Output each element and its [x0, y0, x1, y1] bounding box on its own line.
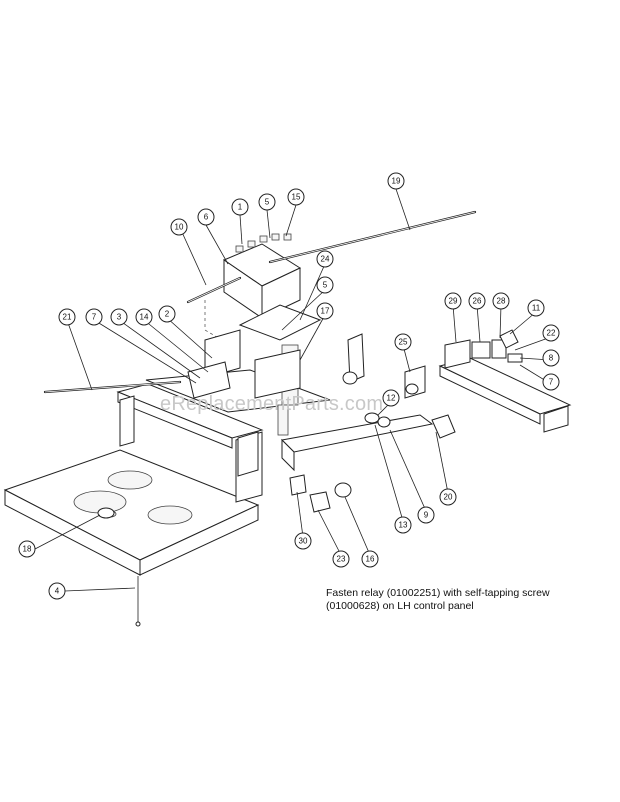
- callout-15: 15: [287, 188, 305, 206]
- callout-number: 18: [23, 545, 32, 554]
- watermark-text: eReplacementParts.com: [160, 393, 384, 415]
- callout-number: 6: [204, 213, 209, 222]
- callout-26: 26: [468, 292, 486, 310]
- relay-assembly: [444, 329, 523, 369]
- battery: [222, 233, 302, 319]
- callout-12: 12: [382, 389, 400, 407]
- callout-19: 19: [387, 172, 405, 190]
- callout-number: 5: [323, 281, 328, 290]
- callout-14: 14: [135, 308, 153, 326]
- callout-number: 4: [55, 587, 60, 596]
- callout-number: 24: [321, 255, 330, 264]
- callout-number: 21: [63, 313, 72, 322]
- note-line-2: (01000628) on LH control panel: [326, 600, 474, 612]
- callout-number: 17: [321, 307, 330, 316]
- callout-29: 29: [444, 292, 462, 310]
- callout-10: 10: [170, 218, 188, 236]
- callout-number: 28: [497, 297, 506, 306]
- callout-number: 23: [337, 555, 346, 564]
- callout-number: 16: [366, 555, 375, 564]
- callout-number: 5: [265, 198, 270, 207]
- callout-number: 25: [399, 338, 408, 347]
- callout-11: 11: [527, 299, 545, 317]
- callout-3: 3: [110, 308, 128, 326]
- callout-number: 11: [532, 304, 541, 313]
- callout-21: 21: [58, 308, 76, 326]
- callout-28: 28: [492, 292, 510, 310]
- callout-number: 26: [473, 297, 482, 306]
- callout-number: 3: [117, 313, 122, 322]
- callout-7b: 7: [85, 308, 103, 326]
- callout-number: 19: [392, 177, 401, 186]
- callout-number: 30: [299, 537, 308, 546]
- assembly-note: Fasten relay (01002251) with self-tappin…: [326, 587, 586, 613]
- callout-number: 29: [449, 297, 458, 306]
- callout-number: 15: [292, 193, 301, 202]
- callout-23: 23: [332, 550, 350, 568]
- callout-number: 8: [549, 354, 554, 363]
- callout-number: 2: [165, 310, 170, 319]
- callout-1: 1: [231, 198, 249, 216]
- bolt: [135, 576, 141, 627]
- callout-number: 7: [549, 378, 554, 387]
- callout-number: 14: [140, 313, 149, 322]
- callout-5a: 5: [258, 193, 276, 211]
- solenoid-assembly: [187, 329, 301, 436]
- callout-20: 20: [439, 488, 457, 506]
- callout-4: 4: [48, 582, 66, 600]
- callout-number: 1: [238, 203, 243, 212]
- center-components: [97, 333, 456, 519]
- callout-16: 16: [361, 550, 379, 568]
- cables: [43, 210, 477, 394]
- callout-7a: 7: [542, 373, 560, 391]
- callout-25: 25: [394, 333, 412, 351]
- callout-6: 6: [197, 208, 215, 226]
- base-plate: [3, 449, 260, 576]
- callout-number: 7: [92, 313, 97, 322]
- callout-5b: 5: [316, 276, 334, 294]
- callout-number: 22: [547, 329, 556, 338]
- callout-13: 13: [394, 516, 412, 534]
- callout-number: 20: [444, 493, 453, 502]
- callout-2: 2: [158, 305, 176, 323]
- callout-number: 13: [399, 521, 408, 530]
- callout-number: 9: [424, 511, 429, 520]
- callout-24: 24: [316, 250, 334, 268]
- callout-30: 30: [294, 532, 312, 550]
- callout-9: 9: [417, 506, 435, 524]
- callout-number: 12: [387, 394, 396, 403]
- callout-22: 22: [542, 324, 560, 342]
- callout-17: 17: [316, 302, 334, 320]
- callout-8: 8: [542, 349, 560, 367]
- callout-18: 18: [18, 540, 36, 558]
- callout-number: 10: [175, 223, 184, 232]
- note-line-1: Fasten relay (01002251) with self-tappin…: [326, 587, 550, 599]
